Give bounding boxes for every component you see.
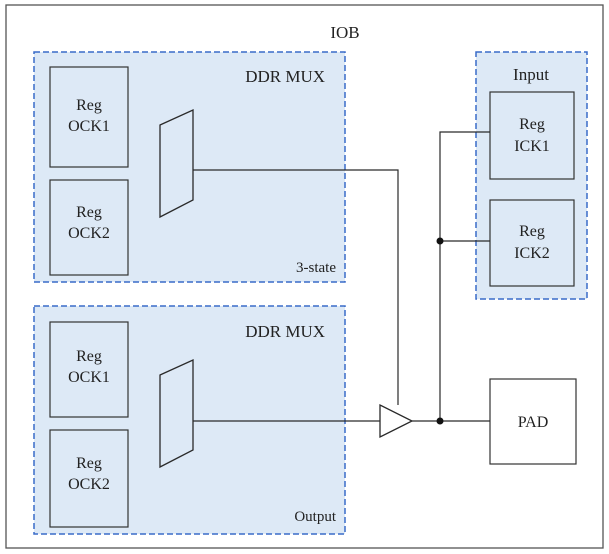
ick2-junction-dot [436,237,444,245]
input-reg-ick1 [489,91,575,180]
output-reg-ock1 [49,321,129,418]
tristate-mux-label: DDR MUX [245,67,325,86]
input-reg-ick1-line2: ICK1 [514,138,550,155]
output-reg-ock2 [49,429,129,528]
tristate-mux-trapezoid [159,108,194,219]
output-mux-trapezoid [159,358,194,469]
pad-box [489,378,577,465]
tristate-ddr-group: DDR MUX 3-state Reg OCK1 Reg OCK2 [33,51,346,283]
output-ddr-group: DDR MUX Output Reg OCK1 Reg OCK2 [33,305,346,535]
tristate-reg-ock2 [49,179,129,276]
tristate-reg-ock1 [49,66,129,168]
tristate-reg-ock2-line1: Reg [76,204,102,221]
output-reg-ock1-line2: OCK1 [68,369,110,386]
input-group: Input Reg ICK1 Reg ICK2 [475,51,588,300]
output-reg-ock2-line2: OCK2 [68,476,110,493]
output-mux-label: DDR MUX [245,322,325,341]
output-reg-ock1-line1: Reg [76,348,102,365]
tristate-enable-wire [193,169,399,405]
tristate-reg-ock1-line2: OCK1 [68,118,110,135]
input-reg-ick2 [489,199,575,287]
output-caption: Output [294,509,337,525]
output-reg-ock2-line1: Reg [76,455,102,472]
input-label: Input [513,65,549,84]
pad-label: PAD [518,414,549,431]
input-reg-ick1-line1: Reg [519,116,545,133]
input-reg-ick2-line2: ICK2 [514,245,550,262]
input-bus-wire [439,131,490,421]
tristate-caption: 3-state [296,260,336,276]
pad-junction-dot [436,417,444,425]
output-buffer-triangle [379,403,414,439]
iob-title: IOB [330,23,359,42]
tristate-reg-ock1-line1: Reg [76,97,102,114]
input-reg-ick2-line1: Reg [519,223,545,240]
wiring [193,131,490,422]
tristate-reg-ock2-line2: OCK2 [68,225,110,242]
